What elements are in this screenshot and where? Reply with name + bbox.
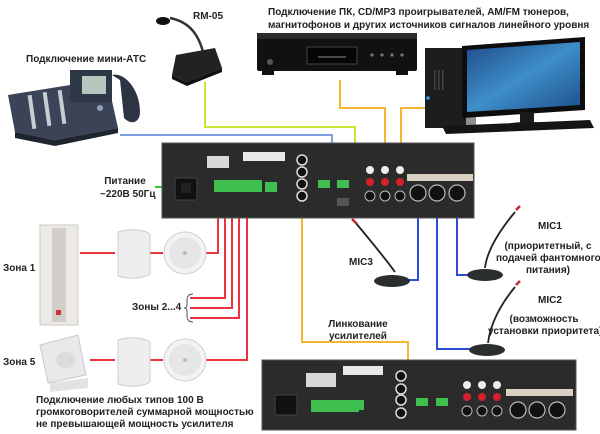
zone3-wire [190, 195, 233, 309]
link-label-line2: усилителей [329, 331, 387, 342]
mic1-desc-line1: (приоритетный, с [504, 241, 592, 252]
wall-speaker-zone5 [117, 337, 151, 387]
zone1-label: Зона 1 [3, 263, 36, 274]
zones24-label: Зоны 2...4 [132, 302, 182, 313]
sources-label-line2: магнитофонов и других источников сигнало… [268, 20, 590, 31]
power-label-line2: ~220В 50Гц [100, 189, 156, 200]
mic1-label: MIC1 [538, 221, 562, 232]
zone5-label: Зона 5 [3, 357, 36, 368]
mic2 [469, 280, 521, 356]
link-label-line1: Линкование [328, 319, 388, 330]
amplifier-main [161, 142, 475, 219]
mic1 [467, 205, 521, 281]
zone5-wire [200, 195, 248, 361]
zones-brace [183, 293, 194, 323]
wall-speaker-zone1 [117, 229, 151, 279]
speakers-note-line2: громкоговорителей суммарной мощностью [36, 407, 254, 418]
amplifier-linked [261, 359, 577, 431]
sources-label-line1: Подключение ПК, CD/MP3 проигрывателей, A… [268, 7, 569, 18]
column-speaker-zone1 [39, 224, 79, 326]
mic2-desc-line2: установки приоритета) [488, 326, 600, 337]
desktop-pc [425, 37, 594, 134]
ceiling-speaker-zone1 [163, 231, 207, 275]
speakers-note-line3: не превышающей мощность усилителя [36, 419, 234, 430]
power-label-line1: Питание [104, 176, 146, 187]
mic2-label: MIC2 [538, 295, 562, 306]
mic3 [351, 218, 410, 287]
mic1-desc-line3: питания) [526, 265, 570, 276]
ceiling-speaker-zone5 [163, 338, 207, 382]
horn-speaker-zone5 [39, 334, 88, 392]
zone2-wire [190, 195, 226, 299]
mic2-wire [436, 195, 475, 350]
rm05-label: RM-05 [193, 11, 224, 22]
mic3-label: MIC3 [349, 257, 373, 268]
pbx-phone [8, 70, 140, 146]
mic1-desc-line2: подачей фантомного [496, 253, 600, 264]
mic2-desc-line1: (возможность [509, 314, 579, 325]
zone4-wire [190, 195, 240, 319]
speakers-note-line1: Подключение любых типов 100 В [36, 395, 204, 406]
cd-player [257, 33, 417, 75]
pbx-label: Подключение мини-АТС [26, 54, 147, 65]
rm05-paging-mic [156, 16, 222, 86]
